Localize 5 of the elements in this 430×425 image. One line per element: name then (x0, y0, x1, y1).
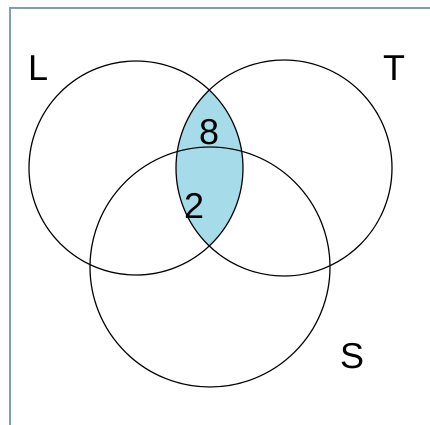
set-label: L (28, 50, 48, 86)
region-count: 8 (199, 114, 220, 150)
set-label: T (383, 50, 405, 86)
set-label: S (340, 338, 364, 374)
region-count: 2 (184, 188, 204, 224)
